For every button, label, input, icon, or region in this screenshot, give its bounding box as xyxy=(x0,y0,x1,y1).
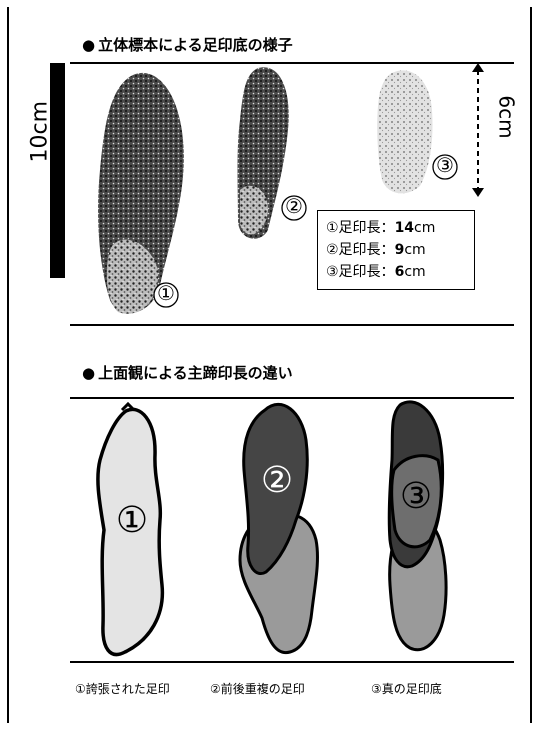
track-marker-1: ① xyxy=(112,500,152,541)
legend-row-3: ③足印長：6cm xyxy=(326,261,466,283)
bullet: ● xyxy=(82,364,95,382)
marker-3-text: ③ xyxy=(435,153,455,177)
scale-label-6cm: 6cm xyxy=(495,95,519,138)
marker-1-text: ① xyxy=(156,281,176,305)
caption-2: ②前後重複の足印 xyxy=(210,680,305,697)
marker-2-text: ② xyxy=(284,194,304,218)
section2-title-text: 上面観による主蹄印長の違い xyxy=(98,364,293,382)
caption-3: ③真の足印底 xyxy=(371,680,442,697)
scale-label-10cm: 10cm xyxy=(28,123,53,163)
scale-bar-10cm xyxy=(50,63,65,278)
legend-row-2: ②足印長：9cm xyxy=(326,239,466,261)
caption-1: ①誇張された足印 xyxy=(75,680,170,697)
specimen-3 xyxy=(377,70,432,193)
legend-row-1: ①足印長：14cm xyxy=(326,217,466,239)
legend-box: ①足印長：14cm ②足印長：9cm ③足印長：6cm xyxy=(317,210,475,290)
section2-title: ●上面観による主蹄印長の違い xyxy=(82,362,293,383)
track-marker-3: ③ xyxy=(396,476,436,517)
track-marker-2: ② xyxy=(257,460,297,501)
